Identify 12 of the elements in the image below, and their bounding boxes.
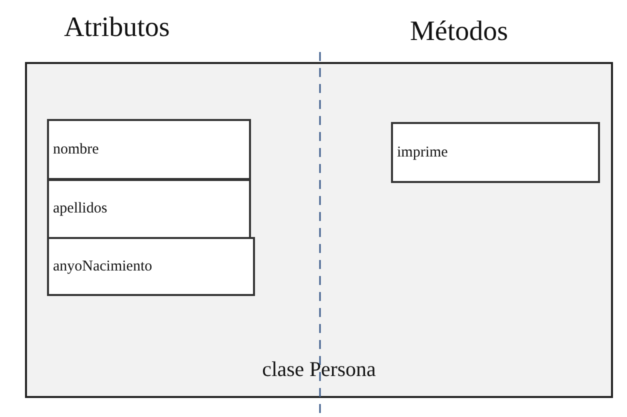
attribute-name: anyoNacimiento xyxy=(53,258,152,275)
section-heading: Atributos xyxy=(64,12,170,44)
attribute-name: nombre xyxy=(53,141,99,158)
class-name: clase Persona xyxy=(261,357,377,382)
class-box xyxy=(25,62,613,398)
attribute-box xyxy=(47,179,251,239)
method-box xyxy=(391,122,600,183)
attribute-box xyxy=(47,237,255,296)
section-heading: Métodos xyxy=(410,16,508,48)
attribute-name: apellidos xyxy=(53,200,108,218)
method-name: imprime xyxy=(397,144,448,161)
attribute-box xyxy=(47,119,251,180)
